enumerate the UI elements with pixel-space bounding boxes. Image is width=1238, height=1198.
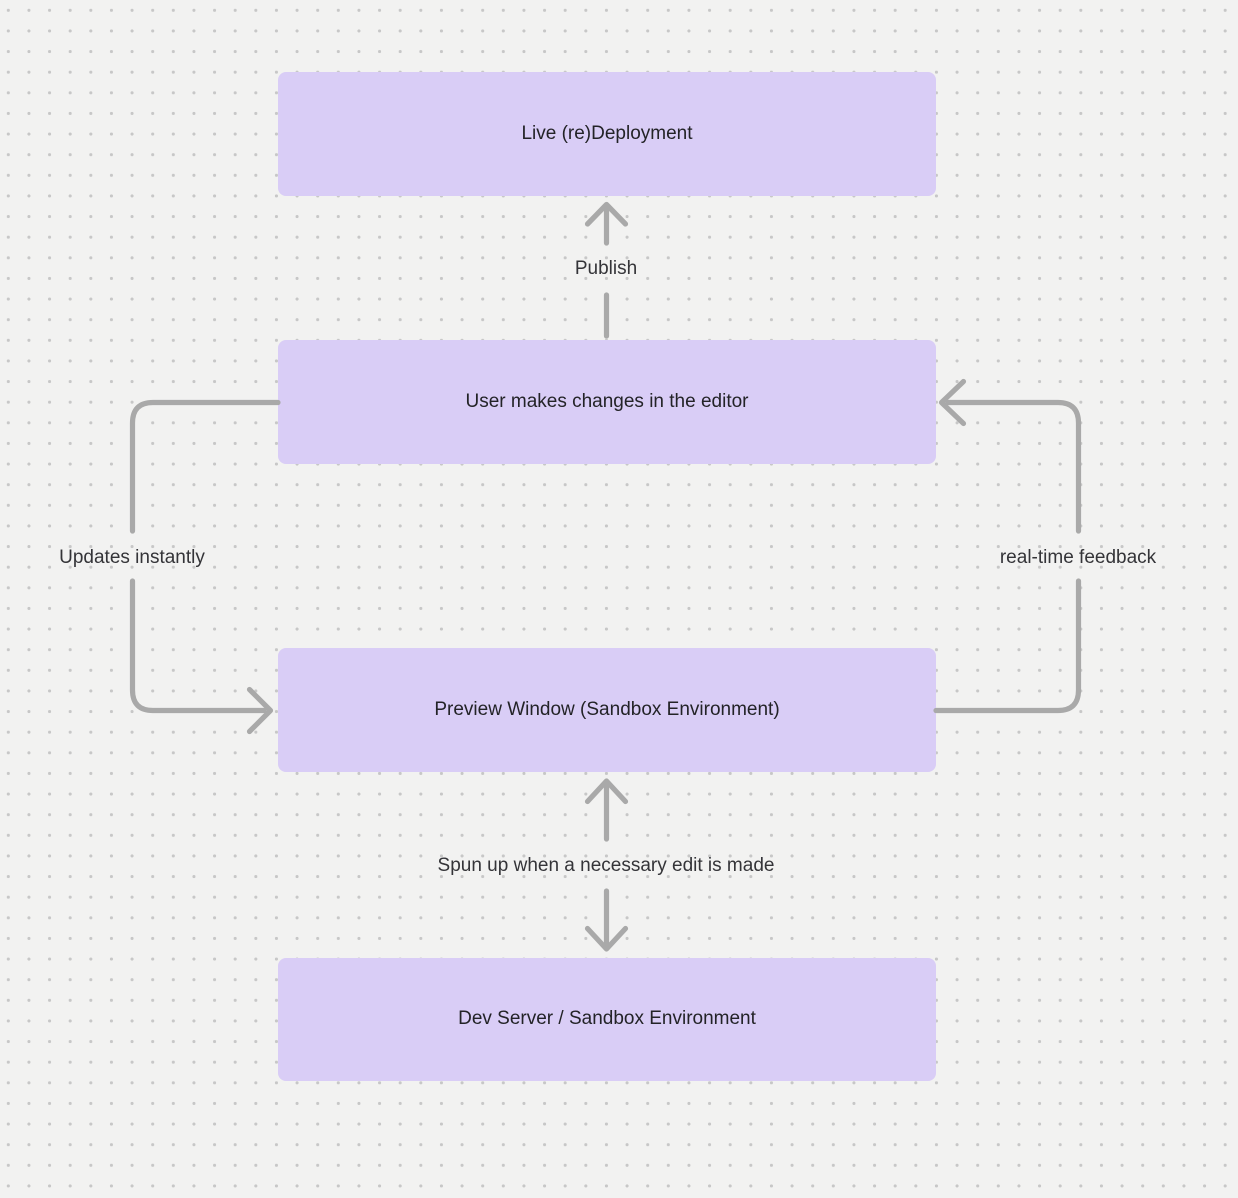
node-live-redeployment: Live (re)Deployment <box>278 72 936 196</box>
arrowhead-up-icon <box>584 201 629 227</box>
edge-label-publish: Publish <box>574 258 638 279</box>
arrowhead-right-icon <box>246 686 274 735</box>
arrowhead-left-icon <box>938 378 967 427</box>
node-label: Live (re)Deployment <box>521 122 693 144</box>
node-label: Dev Server / Sandbox Environment <box>458 1008 756 1030</box>
edge-label-real-time-feedback: real-time feedback <box>999 547 1157 568</box>
node-dev-server: Dev Server / Sandbox Environment <box>278 958 936 1081</box>
node-preview-window: Preview Window (Sandbox Environment) <box>278 648 936 772</box>
connector-real-time-feedback <box>933 378 1082 714</box>
arrowhead-up-icon <box>584 778 629 805</box>
edge-label-spun-up: Spun up when a necessary edit is made <box>437 855 775 876</box>
node-label: Preview Window (Sandbox Environment) <box>434 698 780 720</box>
node-user-editor: User makes changes in the editor <box>278 340 936 464</box>
node-label: User makes changes in the editor <box>465 390 749 412</box>
arrowhead-down-icon <box>584 925 629 952</box>
edge-label-updates-instantly: Updates instantly <box>59 547 205 568</box>
